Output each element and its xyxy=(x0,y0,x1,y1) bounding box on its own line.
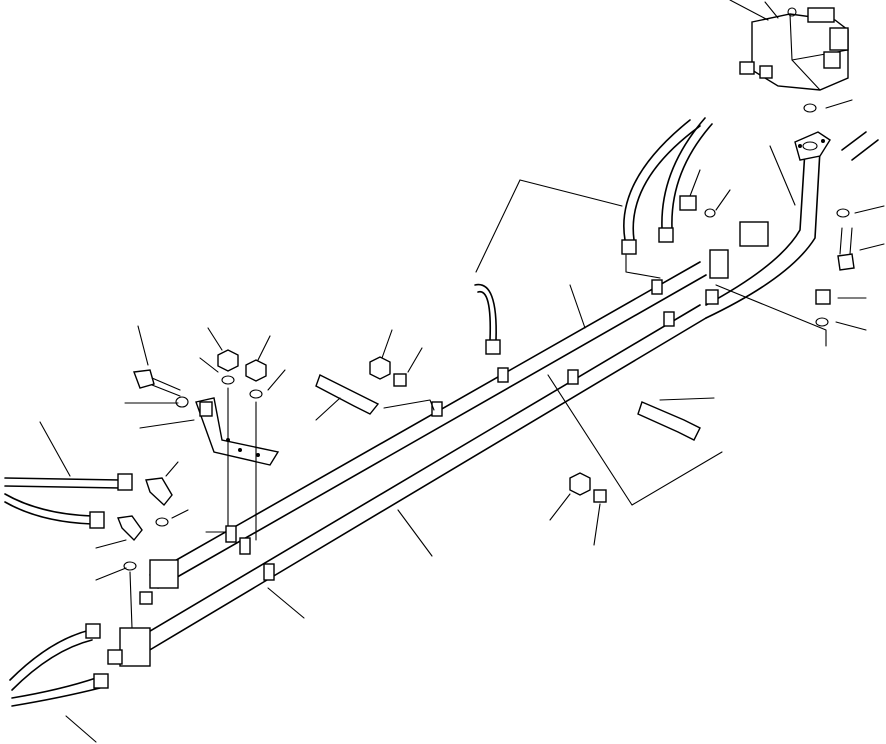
valve-block xyxy=(739,1,849,91)
o-rings xyxy=(123,103,850,571)
short-hose xyxy=(474,283,501,355)
nuts-and-plugs xyxy=(217,195,831,503)
tee-block-lower xyxy=(107,627,151,667)
main-pipe-upper xyxy=(149,261,707,589)
hose-pair-top xyxy=(621,117,713,255)
pipe-ports xyxy=(225,279,719,581)
tee-block-upper xyxy=(139,559,179,605)
bolts xyxy=(133,227,855,441)
mounting-bracket xyxy=(195,397,280,466)
hose-left-upper xyxy=(4,473,133,491)
hose-left-lower xyxy=(4,493,105,529)
hose-bottom xyxy=(9,623,109,707)
elbow-fittings xyxy=(117,477,173,542)
main-pipe-lower xyxy=(134,149,821,655)
leader-lines xyxy=(39,0,885,743)
flange-elbow-pipe xyxy=(794,131,879,161)
